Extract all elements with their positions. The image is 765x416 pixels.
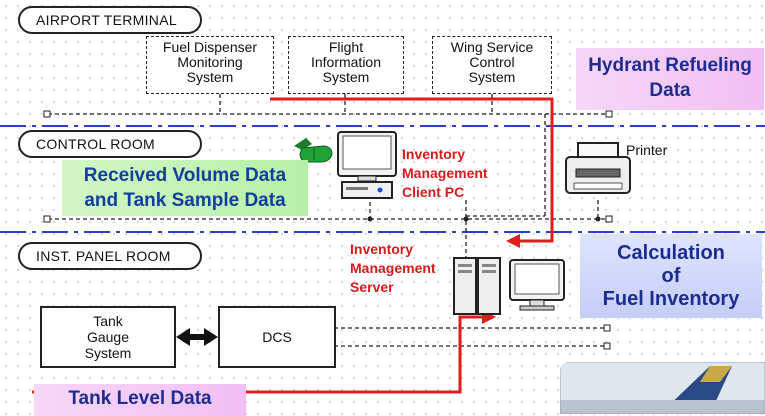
link-terminator <box>603 342 611 350</box>
label-line: Management <box>402 165 488 181</box>
lan-node <box>463 216 469 222</box>
wing-service-control-system: Wing Service Control System <box>432 36 552 94</box>
zone-label-control-room: CONTROL ROOM <box>18 130 202 158</box>
flight-information-system: Flight Information System <box>288 36 404 94</box>
lan-terminator <box>605 215 613 223</box>
server-label: Inventory Management Server <box>350 240 436 297</box>
lan-node <box>595 216 601 222</box>
system-line: Monitoring <box>177 54 243 70</box>
zone-label-airport-terminal: AIRPORT TERMINAL <box>18 6 202 34</box>
zone-label-text: AIRPORT TERMINAL <box>36 12 177 28</box>
label-line: Inventory <box>350 241 414 257</box>
pointing-hand-icon <box>294 138 333 163</box>
tank-level-data-callout: Tank Level Data <box>34 384 246 416</box>
aircraft-tail-image <box>560 362 765 414</box>
client-pc-label: Inventory Management Client PC <box>402 145 488 202</box>
label-line: Client PC <box>402 184 465 200</box>
aircraft-photo <box>560 362 765 414</box>
printer-icon <box>565 142 631 194</box>
bus-terminator <box>605 110 613 118</box>
calculation-of-fuel-inventory-callout: Calculation of Fuel Inventory <box>580 234 762 318</box>
callout-line: Received Volume Data <box>83 165 287 186</box>
system-line: Information <box>310 54 382 70</box>
printer-label: Printer <box>626 142 668 158</box>
system-line: Gauge <box>86 329 130 345</box>
client-pc-icon <box>337 131 397 199</box>
system-line: Control <box>469 54 515 70</box>
hydrant-flow-arrowhead <box>506 234 520 248</box>
lan-terminator <box>43 215 51 223</box>
system-line: System <box>186 69 234 85</box>
system-line: Wing Service <box>450 39 534 55</box>
fuel-dispenser-monitoring-system: Fuel Dispenser Monitoring System <box>146 36 274 94</box>
callout-line: and Tank Sample Data <box>84 190 286 211</box>
tank-gauge-system: Tank Gauge System <box>40 306 176 368</box>
zone-label-text: INST. PANEL ROOM <box>36 248 171 264</box>
system-line: System <box>322 69 370 85</box>
lan-node <box>367 216 373 222</box>
zone-label-text: CONTROL ROOM <box>36 136 155 152</box>
hydrant-refueling-data-callout: Hydrant Refueling Data <box>576 48 764 110</box>
label-line: Management <box>350 260 436 276</box>
bidirectional-arrow <box>176 328 218 346</box>
hydrant-data-flow <box>270 97 554 243</box>
callout-line: Fuel Inventory <box>602 288 740 310</box>
callout-line: Hydrant Refueling <box>588 55 752 76</box>
system-line: Flight <box>328 39 364 55</box>
system-line: Tank <box>93 313 123 329</box>
dcs-server-links <box>334 327 604 347</box>
terminal-network-bus <box>48 94 610 217</box>
link-terminator <box>603 324 611 332</box>
dcs-box: DCS <box>218 306 336 368</box>
server-icon <box>453 257 565 315</box>
callout-line: Data <box>649 80 691 101</box>
bus-terminator <box>43 110 51 118</box>
zone-label-inst-panel-room: INST. PANEL ROOM <box>18 242 202 270</box>
dcs-label: DCS <box>262 329 292 345</box>
label-line: Inventory <box>402 146 466 162</box>
control-room-lan <box>48 200 610 260</box>
callout-line: Tank Level Data <box>68 388 212 409</box>
tank-level-data-flow <box>32 315 482 394</box>
system-line: Fuel Dispenser <box>162 39 258 55</box>
received-volume-data-callout: Received Volume Data and Tank Sample Dat… <box>62 160 308 216</box>
system-line: System <box>84 345 132 361</box>
label-line: Server <box>350 279 394 295</box>
callout-line: Calculation <box>617 242 725 264</box>
system-line: System <box>468 69 516 85</box>
callout-line: of <box>661 265 681 287</box>
